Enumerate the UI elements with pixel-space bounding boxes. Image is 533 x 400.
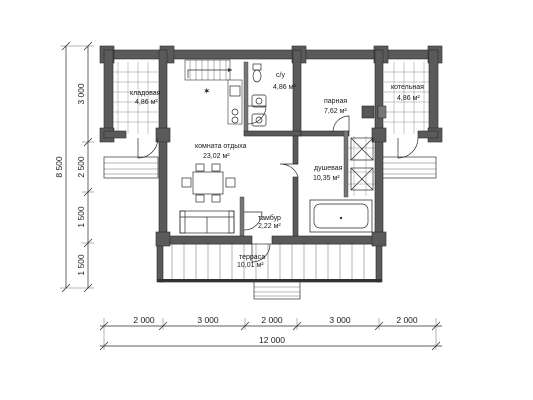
steam-name: парная: [324, 98, 347, 105]
lounge-area: 23,02 м²: [203, 153, 230, 160]
dim-bottom-5: 2 000: [396, 315, 418, 325]
side-porch-right: [381, 156, 437, 179]
svg-text:✶: ✶: [203, 86, 211, 96]
side-porch-left: [103, 156, 159, 179]
lounge-name: комната отдыха: [195, 143, 247, 150]
vestibule-name: тамбур: [258, 214, 281, 222]
dim-left-4: 1 500: [76, 254, 86, 276]
doors: [137, 105, 419, 263]
dim-left-2: 2 500: [76, 156, 86, 178]
dim-left-1: 3 000: [76, 83, 86, 105]
bottom-dimensions: 2 000 3 000 2 000 3 000 2 000 12 000: [99, 315, 442, 351]
dim-bottom-1: 2 000: [133, 315, 155, 325]
wc-area: 4,86 м²: [273, 84, 296, 91]
boiler-tiles: [384, 62, 432, 134]
wc-name: с/у: [276, 72, 285, 79]
terrace-name: терраса: [239, 254, 265, 261]
dining-set: [181, 163, 236, 203]
wc-fixtures: [251, 63, 267, 127]
kitchen-counter: ✶: [203, 79, 243, 125]
boiler-name: котельная: [391, 84, 424, 91]
sauna-stove: [361, 105, 387, 119]
walls: [99, 45, 443, 247]
vestibule-area: 2,22 м²: [258, 223, 281, 230]
dim-bottom-2: 3 000: [197, 315, 219, 325]
left-dimensions: 3 000 2 500 1 500 1 500 8 500: [54, 41, 94, 293]
terrace-area: 10,01 м²: [237, 262, 264, 269]
pantry-name: кладовая: [130, 90, 161, 97]
room-labels: кладовая 4,86 м² с/у 4,86 м² парная 7,62…: [130, 72, 424, 269]
sofa: [179, 210, 235, 234]
bathtub: [309, 199, 373, 233]
shower-name: душевая: [314, 165, 343, 172]
boiler-area: 4,86 м²: [397, 95, 420, 102]
terrace-deck: [156, 243, 383, 283]
dim-bottom-4: 3 000: [329, 315, 351, 325]
dim-left-3: 1 500: [76, 206, 86, 228]
pantry-area: 4,86 м²: [135, 99, 158, 106]
pantry-tiles: [110, 62, 158, 134]
entrance-steps: [253, 281, 301, 300]
shower-cubicles: [350, 137, 374, 191]
dim-bottom-3: 2 000: [261, 315, 283, 325]
dim-left-total: 8 500: [54, 156, 64, 178]
steam-area: 7,62 м²: [324, 108, 347, 115]
dim-bottom-total: 12 000: [259, 335, 285, 345]
shower-area: 10,35 м²: [313, 175, 340, 182]
staircase: [184, 59, 232, 81]
